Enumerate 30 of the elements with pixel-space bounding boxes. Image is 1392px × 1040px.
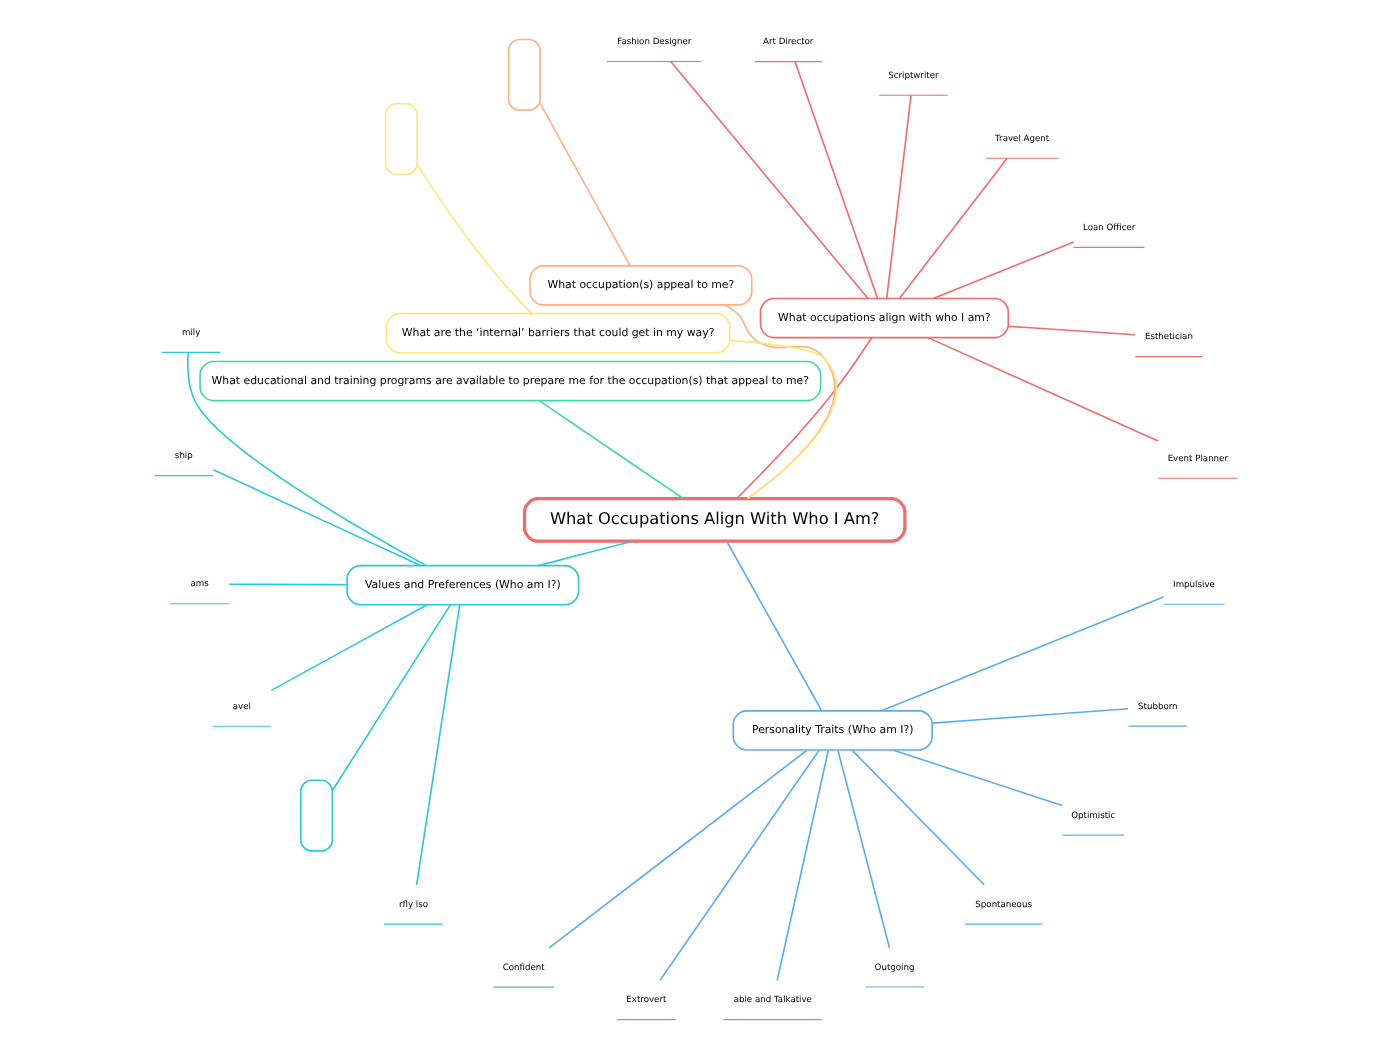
connector bbox=[927, 335, 1159, 441]
node-box bbox=[507, 37, 541, 110]
connector bbox=[729, 338, 837, 499]
connector bbox=[931, 706, 1129, 723]
connector bbox=[538, 398, 685, 499]
connector bbox=[892, 748, 1064, 806]
node-box bbox=[300, 778, 334, 851]
connector bbox=[415, 603, 461, 885]
connector bbox=[270, 603, 428, 691]
connector bbox=[880, 595, 1165, 711]
connector bbox=[187, 350, 428, 566]
connector bbox=[1007, 324, 1136, 335]
connector bbox=[212, 467, 422, 566]
connector bbox=[669, 59, 869, 298]
connector bbox=[228, 582, 348, 585]
connector bbox=[735, 335, 873, 499]
connector bbox=[898, 156, 1008, 298]
connector bbox=[837, 748, 891, 948]
connector bbox=[932, 240, 1075, 299]
connector bbox=[548, 748, 808, 948]
connector bbox=[539, 101, 631, 266]
connector bbox=[331, 603, 452, 791]
node-box bbox=[384, 101, 418, 175]
node-box: What Occupations Align With Who I Am? bbox=[522, 496, 907, 542]
connector bbox=[725, 539, 823, 711]
connector bbox=[885, 93, 912, 299]
connector bbox=[659, 748, 820, 981]
connector bbox=[851, 748, 985, 885]
connector bbox=[776, 748, 830, 981]
connector bbox=[794, 59, 879, 299]
